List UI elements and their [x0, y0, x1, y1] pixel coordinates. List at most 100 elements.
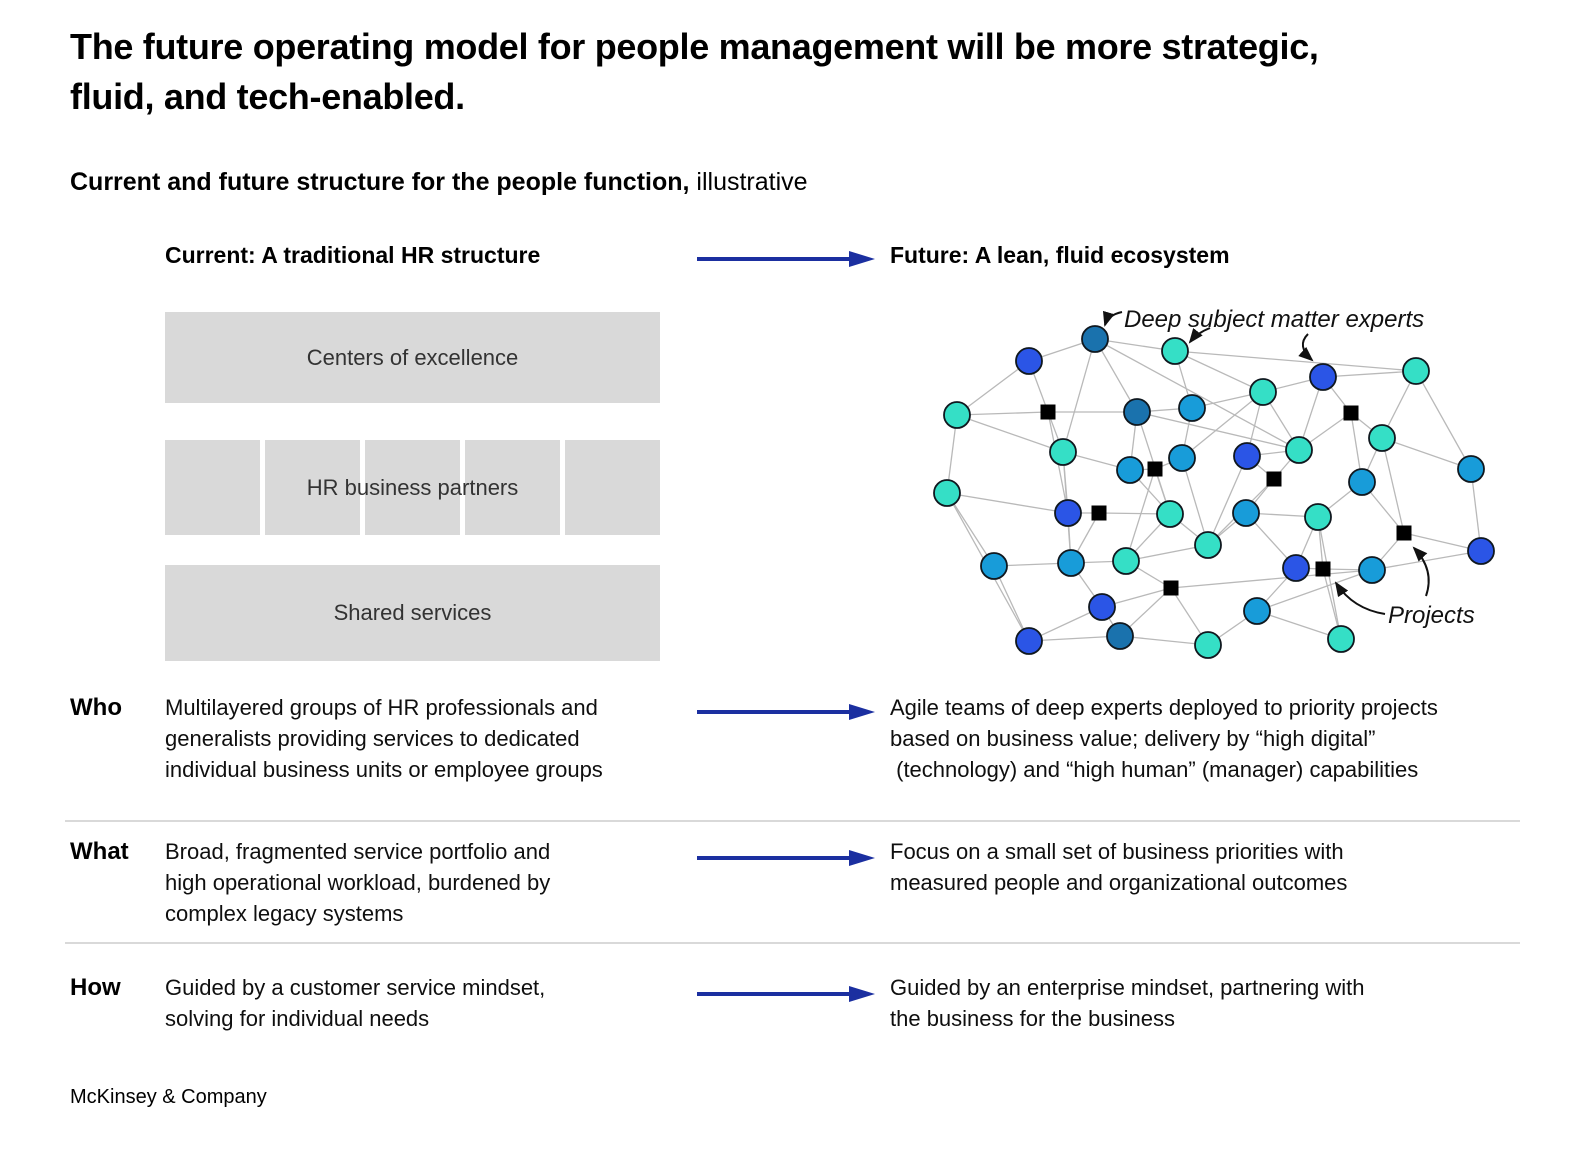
project-node [1163, 580, 1179, 596]
network-edge [1381, 437, 1472, 470]
network-edge [946, 492, 1069, 514]
hrbp-box [465, 440, 560, 535]
expert-node-azure [1348, 468, 1376, 496]
network-edge [1119, 635, 1209, 646]
experts-pointer-arrow-icon [1188, 327, 1211, 344]
expert-node-royal [1088, 593, 1116, 621]
network-edge [1174, 350, 1417, 372]
expert-node-azure [1232, 499, 1260, 527]
network-edge [1256, 569, 1373, 612]
experts-annotation-label: Deep subject matter experts [1124, 306, 1424, 333]
network-edge [1094, 338, 1300, 451]
network-edges [946, 338, 1482, 646]
network-edge [1322, 370, 1417, 378]
expert-node-royal [1282, 554, 1310, 582]
network-edge [1415, 370, 1472, 470]
network-edge [956, 414, 1064, 453]
network-edge [1028, 635, 1121, 642]
expert-node-azure [1243, 597, 1271, 625]
how-future-text: Guided by an enterprise mindset, partner… [890, 975, 1365, 1031]
transition-arrow-icon [697, 251, 875, 267]
who-transition-arrow-icon [697, 704, 875, 720]
project-node [1147, 461, 1163, 477]
network-edge [1181, 391, 1264, 459]
hrbp-box-row: HR business partners [165, 440, 660, 535]
expert-node-royal [1467, 537, 1495, 565]
expert-node-teal [1249, 378, 1277, 406]
row-label-who: Who [70, 694, 122, 721]
row-label-how: How [70, 974, 121, 1001]
network-nodes [933, 325, 1495, 659]
network-edge [1381, 437, 1405, 534]
network-edge [1256, 610, 1342, 640]
hrbp-box [165, 440, 260, 535]
expert-node-teal [1194, 531, 1222, 559]
project-node [1315, 561, 1331, 577]
expert-node-royal [1054, 499, 1082, 527]
row-label-what: What [70, 838, 129, 865]
network-edge [1125, 468, 1156, 562]
network-edge [1094, 338, 1138, 413]
how-current-text: Guided by a customer service mindset, so… [165, 975, 546, 1031]
expert-node-teal [1161, 337, 1189, 365]
current-column-heading: Current: A traditional HR structure [165, 242, 541, 268]
expert-node-steel [1123, 398, 1151, 426]
experts-pointer-arrow-icon [1102, 310, 1123, 327]
expert-node-teal [1156, 500, 1184, 528]
network-edge [1174, 350, 1264, 393]
network-edge [946, 492, 995, 567]
project-node [1343, 405, 1359, 421]
project-node [1266, 471, 1282, 487]
network-edge [1207, 455, 1248, 546]
expert-node-royal [1233, 442, 1261, 470]
network-diagram: Deep subject matter experts Projects [933, 306, 1495, 659]
expert-node-azure [1358, 556, 1386, 584]
shared-services-box: Shared services [165, 565, 660, 661]
exhibit-subtitle-note: illustrative [689, 168, 808, 196]
expert-node-azure [980, 552, 1008, 580]
projects-annotation-label: Projects [1388, 602, 1475, 629]
experts-pointer-arrow-icon [1298, 333, 1314, 362]
network-edge [1170, 569, 1373, 589]
row-divider [65, 820, 1520, 822]
expert-node-teal [1304, 503, 1332, 531]
expert-node-royal [1309, 363, 1337, 391]
coe-box-label: Centers of excellence [306, 344, 519, 370]
expert-node-azure [1057, 549, 1085, 577]
network-edge [956, 411, 1049, 416]
projects-pointer-arrow-icon [1334, 581, 1386, 615]
expert-node-teal [1402, 357, 1430, 385]
exhibit-subtitle-bold: Current and future structure for the peo… [70, 168, 690, 196]
how-transition-arrow-icon [697, 986, 875, 1002]
projects-pointer-arrow-icon [1412, 546, 1430, 597]
expert-node-steel [1106, 622, 1134, 650]
company-logo-text: McKinsey & Company [70, 1086, 267, 1108]
expert-node-azure [1168, 444, 1196, 472]
project-node [1396, 525, 1412, 541]
row-divider [65, 942, 1520, 944]
expert-node-teal [1194, 631, 1222, 659]
expert-node-teal [1285, 436, 1313, 464]
network-edge [1181, 457, 1209, 546]
expert-node-steel [1081, 325, 1109, 353]
network-edge [1136, 411, 1300, 451]
expert-node-teal [943, 401, 971, 429]
future-column-heading: Future: A lean, fluid ecosystem [890, 242, 1230, 268]
project-node [1040, 404, 1056, 420]
exhibit-subtitle: Current and future structure for the peo… [70, 168, 808, 197]
network-edge [956, 360, 1030, 416]
who-current-text: Multilayered groups of HR professionals … [165, 695, 603, 782]
expert-node-royal [1015, 627, 1043, 655]
who-future-text: Agile teams of deep experts deployed to … [890, 695, 1438, 782]
network-edge [1062, 338, 1096, 453]
page-title: The future operating model for people ma… [70, 22, 1319, 122]
expert-node-teal [1327, 625, 1355, 653]
shared-services-label: Shared services [333, 600, 492, 625]
page-title-line2: fluid, and tech-enabled. [70, 76, 465, 117]
expert-node-teal [933, 479, 961, 507]
hrbp-label: HR business partners [306, 474, 519, 500]
page-title-line1: The future operating model for people ma… [70, 26, 1319, 67]
network-edge [1317, 516, 1342, 640]
what-transition-arrow-icon [697, 850, 875, 866]
